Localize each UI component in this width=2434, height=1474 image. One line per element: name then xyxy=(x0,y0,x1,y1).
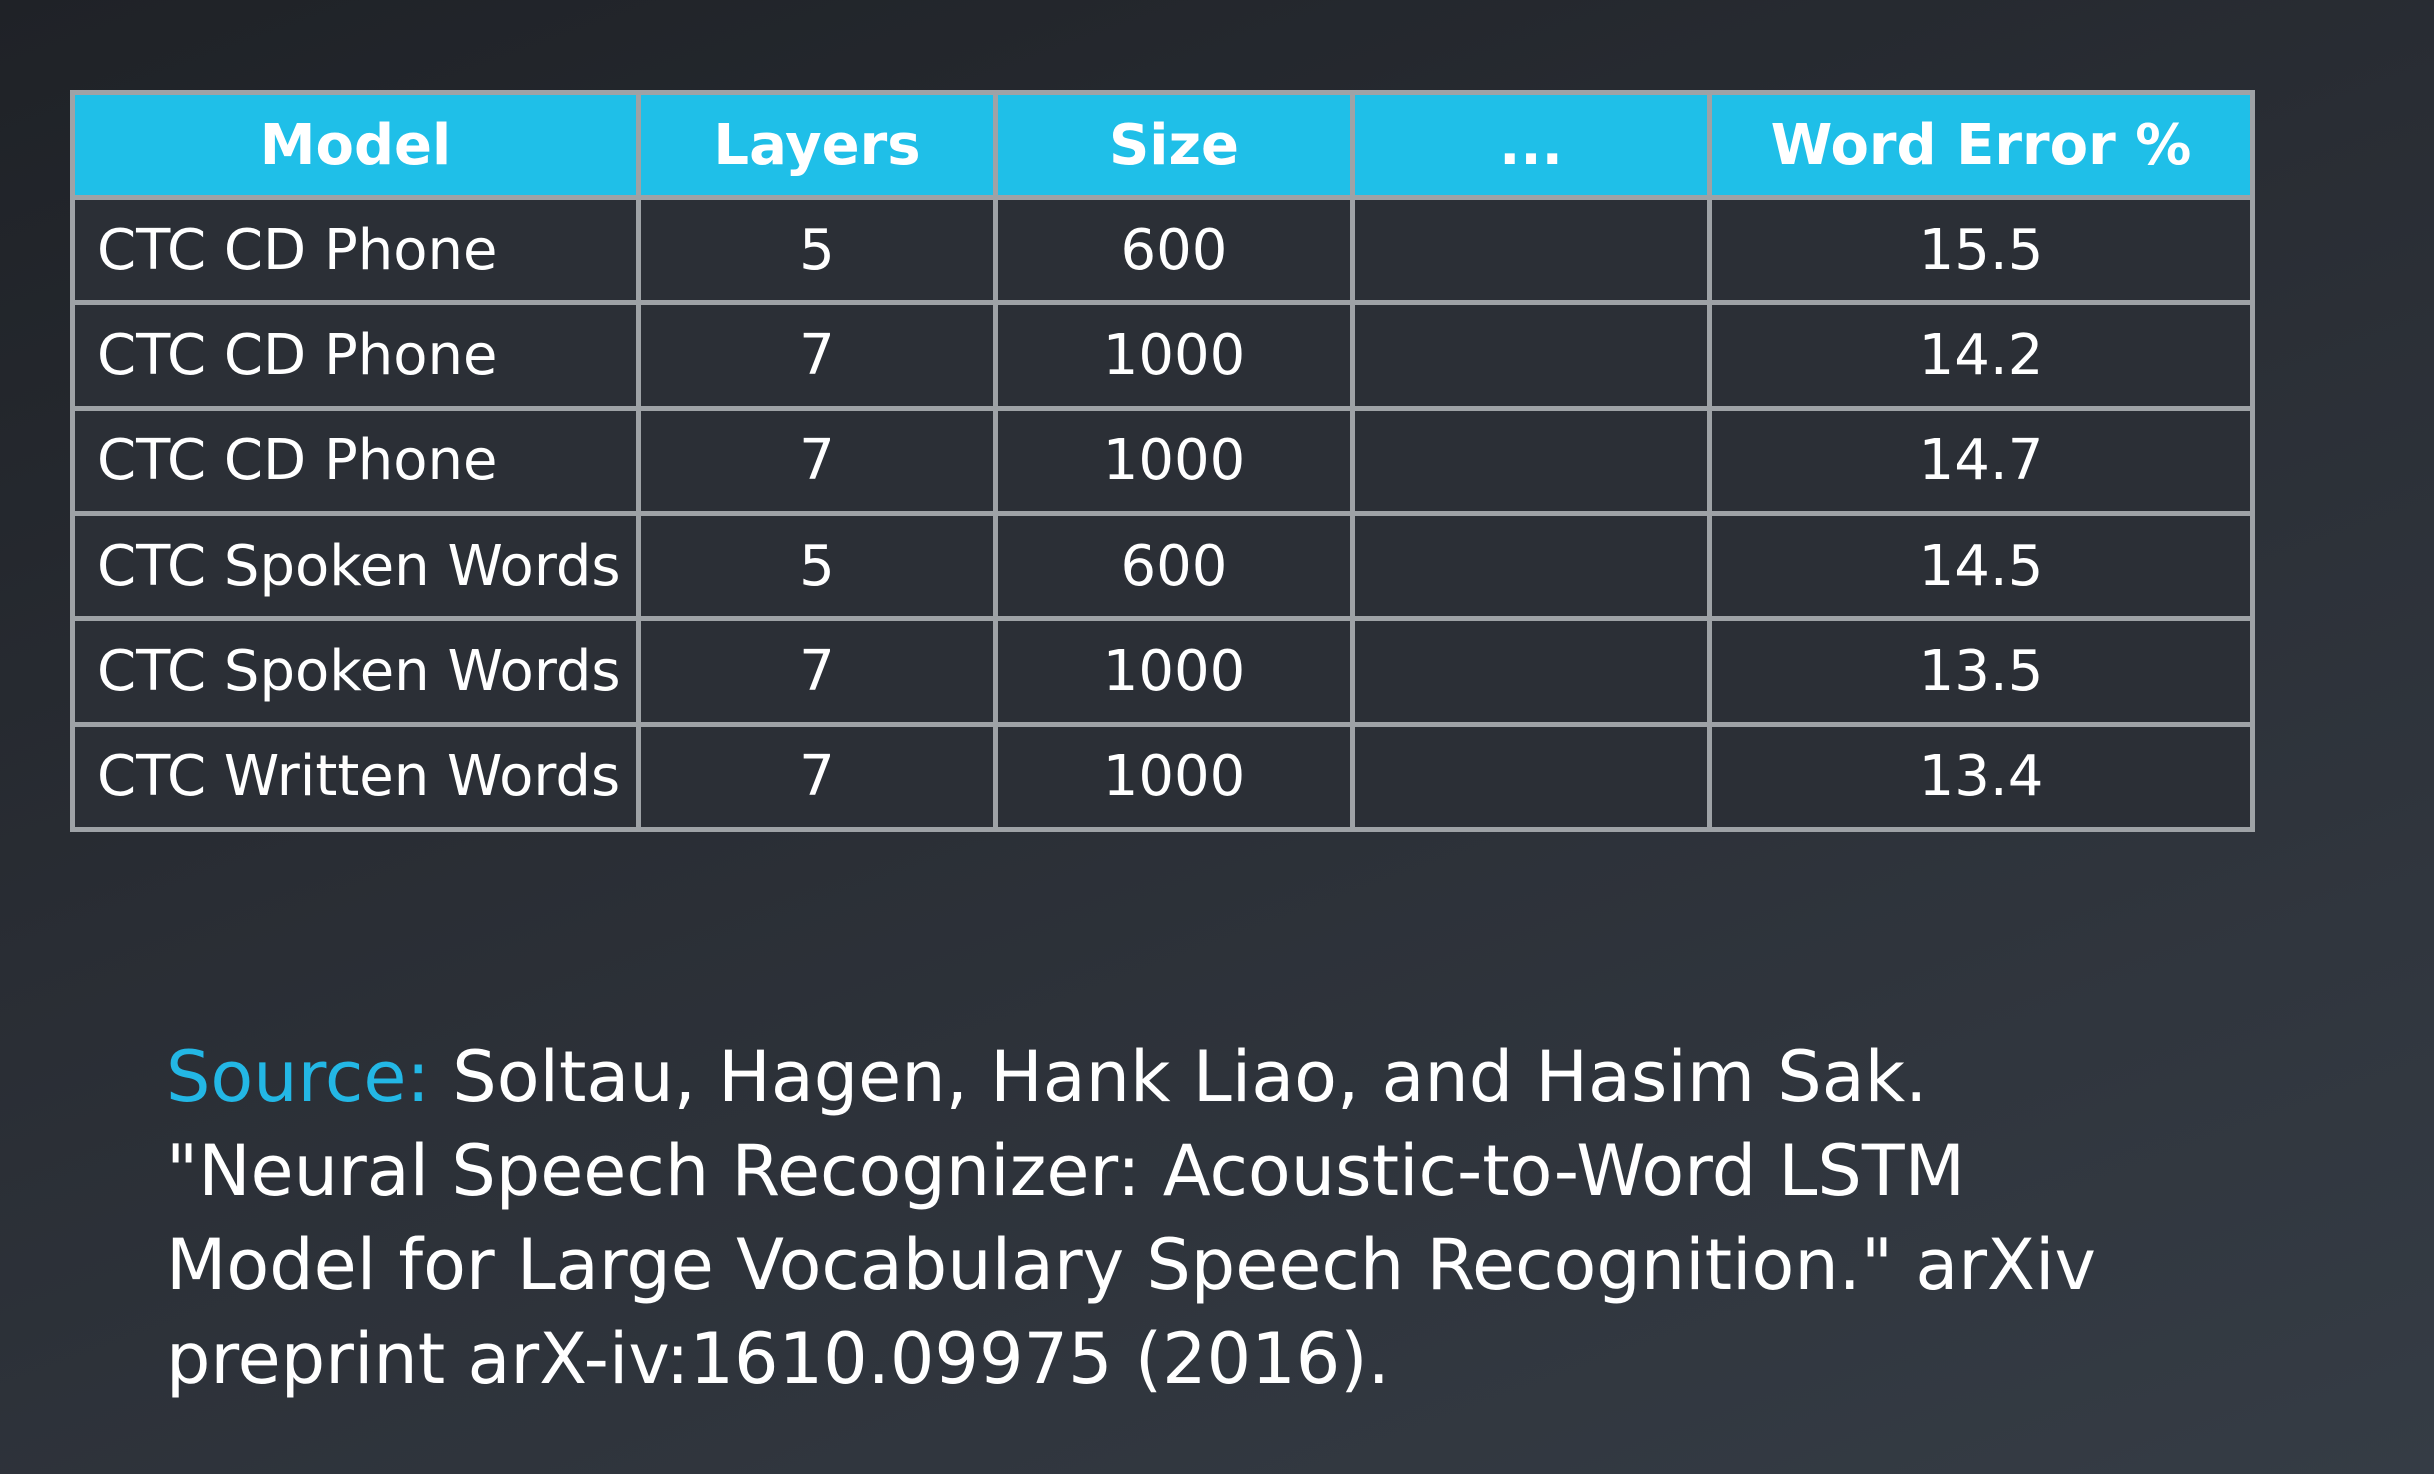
cell-layers: 7 xyxy=(636,300,998,411)
table-row: CTC Written Words 7 1000 13.4 xyxy=(70,721,2255,833)
citation-text: Soltau, Hagen, Hank Liao, and Hasim Sak.… xyxy=(166,1036,2096,1400)
cell-layers: 5 xyxy=(636,194,998,306)
cell-extra xyxy=(1350,721,1712,833)
table-row: CTC Spoken Words 7 1000 13.5 xyxy=(70,616,2255,727)
header-layers: Layers xyxy=(636,90,998,200)
cell-model: CTC Spoken Words xyxy=(70,616,641,727)
table-row: CTC Spoken Words 5 600 14.5 xyxy=(70,510,2255,622)
header-size: Size xyxy=(993,90,1355,200)
table-row: CTC CD Phone 7 1000 14.7 xyxy=(70,405,2255,516)
table-header-row: Model Layers Size ... Word Error % xyxy=(70,90,2255,200)
cell-layers: 7 xyxy=(636,405,998,516)
cell-size: 1000 xyxy=(993,405,1355,516)
cell-word-error: 14.5 xyxy=(1707,510,2255,622)
cell-word-error: 13.4 xyxy=(1707,721,2255,833)
results-table: Model Layers Size ... Word Error % CTC C… xyxy=(70,90,2255,833)
cell-model: CTC CD Phone xyxy=(70,194,641,306)
header-ellipsis: ... xyxy=(1350,90,1712,200)
cell-model: CTC CD Phone xyxy=(70,405,641,516)
source-citation: Source: Soltau, Hagen, Hank Liao, and Ha… xyxy=(166,1030,2166,1406)
cell-extra xyxy=(1350,194,1712,306)
cell-layers: 7 xyxy=(636,616,998,727)
cell-word-error: 14.2 xyxy=(1707,300,2255,411)
cell-model: CTC Written Words xyxy=(70,721,641,833)
cell-extra xyxy=(1350,510,1712,622)
cell-size: 600 xyxy=(993,510,1355,622)
cell-model: CTC CD Phone xyxy=(70,300,641,411)
cell-size: 1000 xyxy=(993,300,1355,411)
cell-layers: 7 xyxy=(636,721,998,833)
cell-size: 1000 xyxy=(993,721,1355,833)
cell-layers: 5 xyxy=(636,510,998,622)
cell-extra xyxy=(1350,405,1712,516)
table-row: CTC CD Phone 5 600 15.5 xyxy=(70,194,2255,306)
source-label: Source: xyxy=(166,1036,431,1118)
cell-model: CTC Spoken Words xyxy=(70,510,641,622)
header-word-error: Word Error % xyxy=(1707,90,2255,200)
header-model: Model xyxy=(70,90,641,200)
cell-word-error: 15.5 xyxy=(1707,194,2255,306)
cell-extra xyxy=(1350,300,1712,411)
cell-size: 1000 xyxy=(993,616,1355,727)
cell-extra xyxy=(1350,616,1712,727)
cell-size: 600 xyxy=(993,194,1355,306)
cell-word-error: 13.5 xyxy=(1707,616,2255,727)
cell-word-error: 14.7 xyxy=(1707,405,2255,516)
table-row: CTC CD Phone 7 1000 14.2 xyxy=(70,300,2255,411)
